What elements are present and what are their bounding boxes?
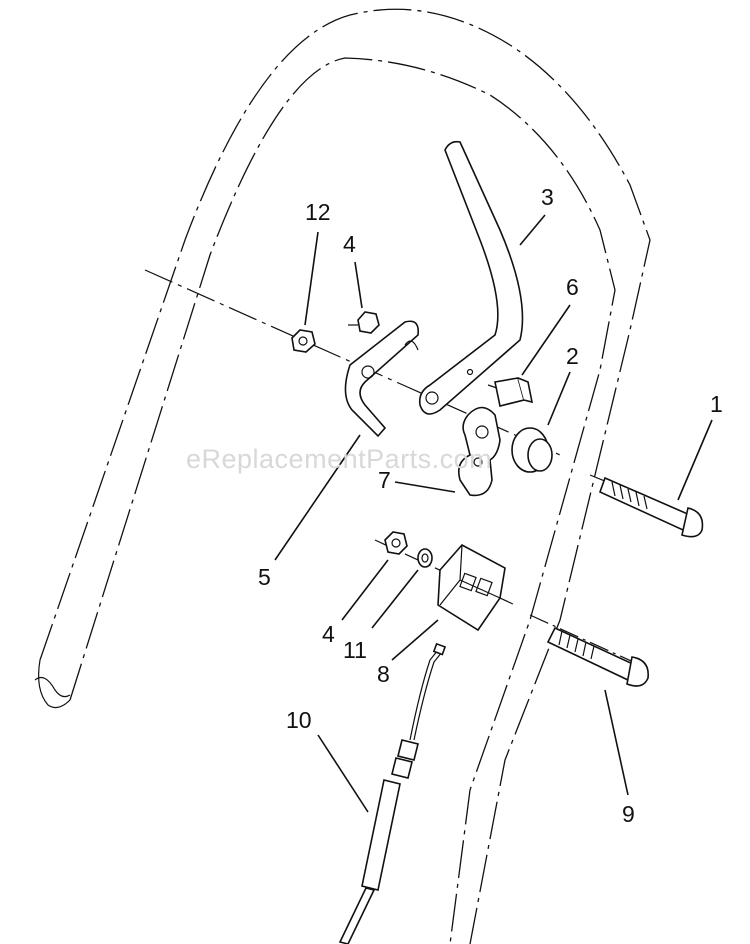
watermark-text: eReplacementParts.com: [186, 444, 492, 474]
clamp-block-8-part: [437, 543, 506, 632]
callout-5: 5: [258, 564, 271, 590]
callout-1: 1: [710, 391, 723, 417]
lever-arm-part: [418, 140, 524, 415]
carriage-bolt-1-part: [598, 476, 704, 538]
bolt9-axis: [529, 614, 641, 666]
handle-outline: [34, 8, 651, 944]
leader-lines: [274, 214, 713, 813]
carriage-bolt-9-part: [546, 626, 649, 687]
callout-12: 12: [305, 199, 331, 225]
bolt-6-part: [487, 377, 534, 407]
callout-4-lower: 4: [322, 621, 335, 647]
callout-4-upper: 4: [343, 231, 356, 257]
nut-4-upper-part: [348, 311, 380, 334]
spacer-2-part: [511, 427, 553, 473]
callout-8: 8: [377, 661, 390, 687]
cam-part: [457, 406, 501, 497]
washer-11-part: [417, 548, 433, 568]
callout-3: 3: [541, 184, 554, 210]
callout-7: 7: [378, 467, 391, 493]
nut-12-part: [291, 329, 316, 353]
nut-4-lower-part: [384, 531, 408, 555]
callout-11: 11: [343, 637, 367, 663]
callout-6: 6: [566, 274, 579, 300]
callout-9: 9: [622, 801, 635, 827]
control-cable-10-part: [338, 642, 447, 944]
bracket-part: [344, 320, 420, 438]
callout-10: 10: [286, 707, 312, 733]
callout-2: 2: [566, 343, 579, 369]
